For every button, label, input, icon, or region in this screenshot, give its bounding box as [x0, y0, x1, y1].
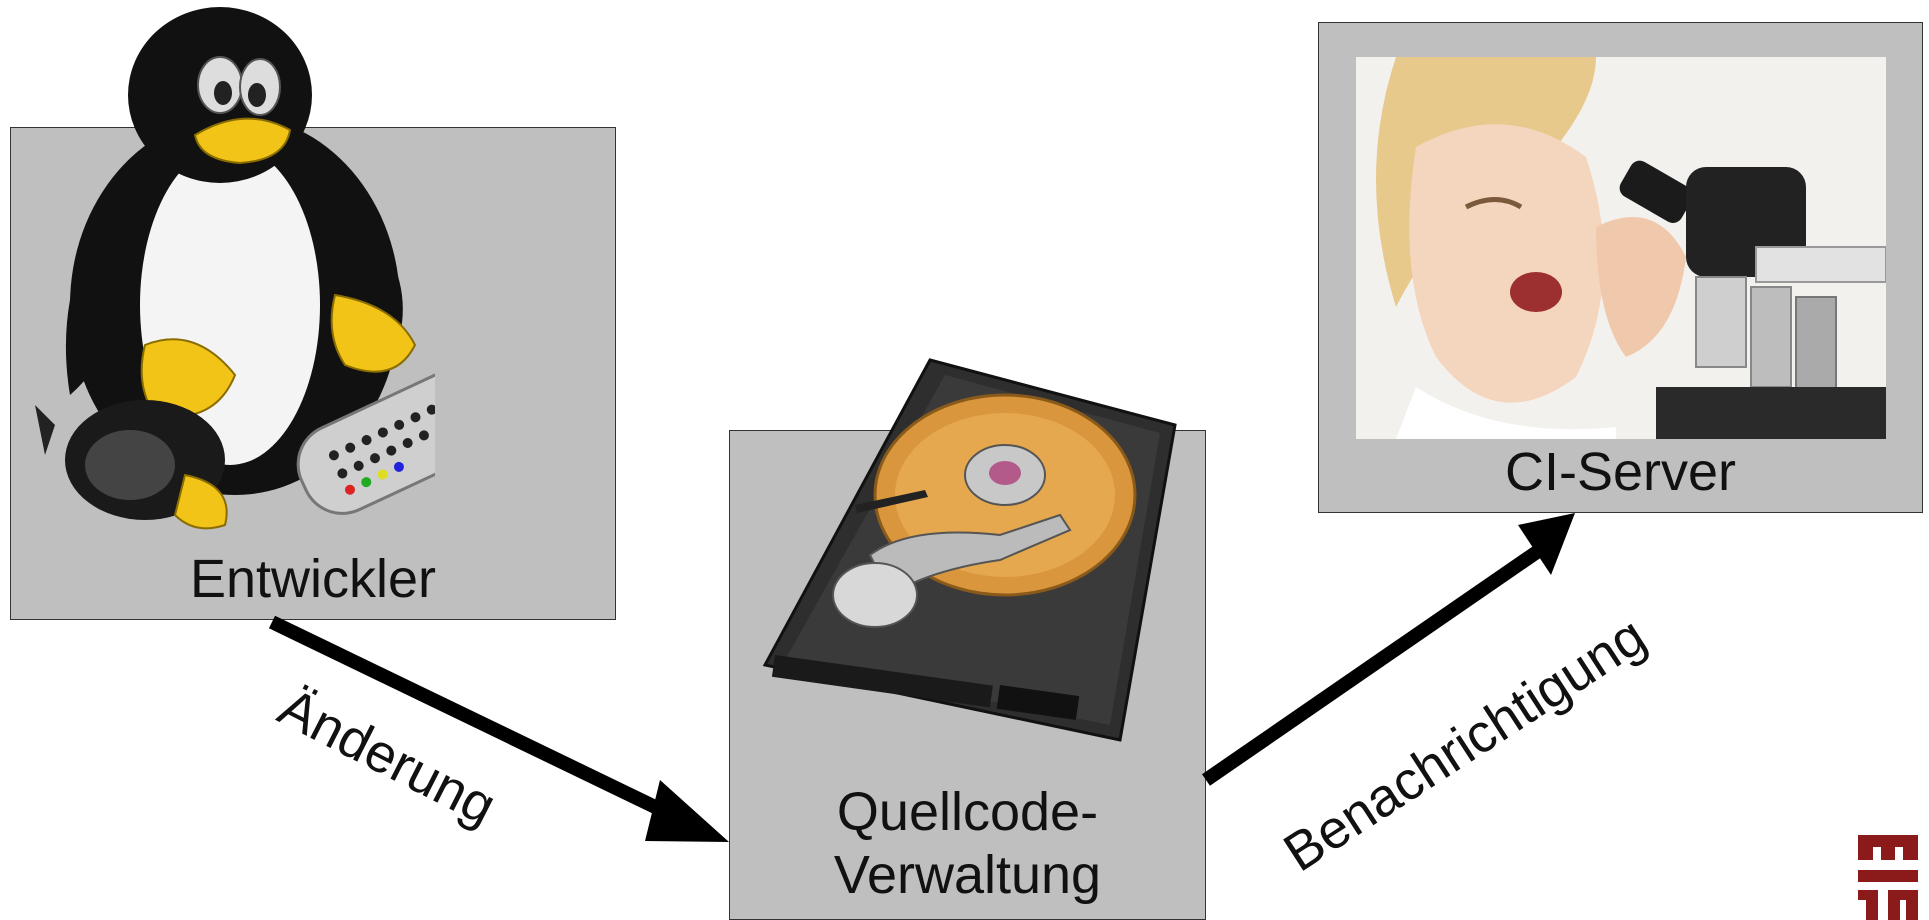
scm-label-line1: Quellcode- — [836, 782, 1099, 842]
scientist-with-microscope-photo — [1356, 57, 1886, 439]
scm-label-line2: Verwaltung — [833, 845, 1102, 905]
developer-label: Entwickler — [189, 549, 437, 609]
hard-disk-icon — [762, 358, 1177, 742]
change-arrow — [268, 615, 729, 842]
university-logo-icon — [1858, 835, 1918, 920]
tux-penguin-icon — [35, 7, 435, 530]
notify-arrow — [1202, 513, 1575, 786]
ci-label: CI-Server — [1504, 442, 1737, 502]
